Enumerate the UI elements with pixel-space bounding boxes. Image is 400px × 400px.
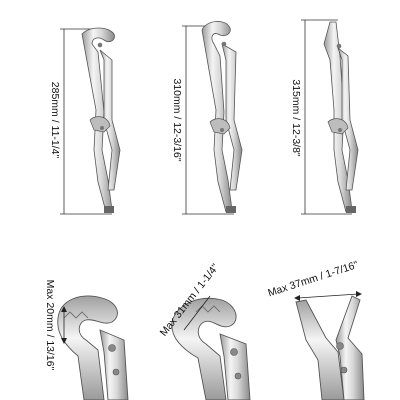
jaw-2-closeup: Max 31mm / 1-1/4" xyxy=(158,261,251,400)
plier-1-adjust-screw xyxy=(104,206,114,213)
plier-1-release-lever xyxy=(89,116,111,133)
jaw-1-head xyxy=(57,295,118,400)
plier-3-length-label: 315mm / 12-3/8" xyxy=(290,79,302,157)
plier-3-release-lever xyxy=(327,118,349,135)
plier-3-adjust-screw xyxy=(346,206,356,213)
plier-3-handle xyxy=(337,46,359,191)
plier-1-length-label: 285mm / 11-1/4" xyxy=(49,82,61,159)
jaw-3-pivot-rivet xyxy=(336,342,344,350)
jaw-3-closeup: Max 37mm / 1-7/16" xyxy=(266,259,365,400)
jaw-1-teeth xyxy=(63,311,89,319)
plier-2-lower-rivet xyxy=(220,128,224,132)
jaw-2-handle xyxy=(219,333,251,400)
jaw-2-head xyxy=(171,297,237,400)
plier-2-full-view: 310mm / 12-3/16" xyxy=(171,21,243,215)
plier-1-lower-rivet xyxy=(100,126,104,130)
jaw-2-lower-rivet xyxy=(234,372,242,380)
jaw-1-handle xyxy=(99,329,129,400)
jaw-1-lower-rivet xyxy=(112,368,120,376)
jaw-3-lower-rivet xyxy=(340,366,348,374)
plier-3-lower-rivet xyxy=(338,128,342,132)
plier-1-handle xyxy=(99,49,121,191)
plier-3-pivot-rivet xyxy=(336,43,342,49)
plier-2-release-lever xyxy=(209,118,231,135)
plier-2-length-label: 310mm / 12-3/16" xyxy=(171,78,183,161)
jaw-3-upper-jaw xyxy=(295,299,345,400)
plier-1-pivot-rivet xyxy=(97,42,103,48)
jaw-2-teeth xyxy=(195,305,221,313)
plier-1-full-view: 285mm / 11-1/4" xyxy=(49,27,121,215)
jaw-1-opening-label: Max 20mm / 13/16" xyxy=(44,280,56,371)
plier-2-adjust-screw xyxy=(226,206,236,213)
jaw-2-opening-line xyxy=(183,295,211,331)
plier-2-body xyxy=(201,21,233,213)
plier-2-handle xyxy=(221,43,243,191)
jaw-2-pivot-rivet xyxy=(230,348,238,356)
plier-2-pivot-rivet xyxy=(221,41,227,47)
jaw-3-opening-label: Max 37mm / 1-7/16" xyxy=(266,259,360,300)
jaw-1-pivot-rivet xyxy=(108,344,116,352)
plier-3-full-view: 315mm / 12-3/8" xyxy=(290,19,359,215)
jaw-1-closeup: Max 20mm / 13/16" xyxy=(44,280,129,400)
jaw-3-opening-line xyxy=(297,293,359,299)
